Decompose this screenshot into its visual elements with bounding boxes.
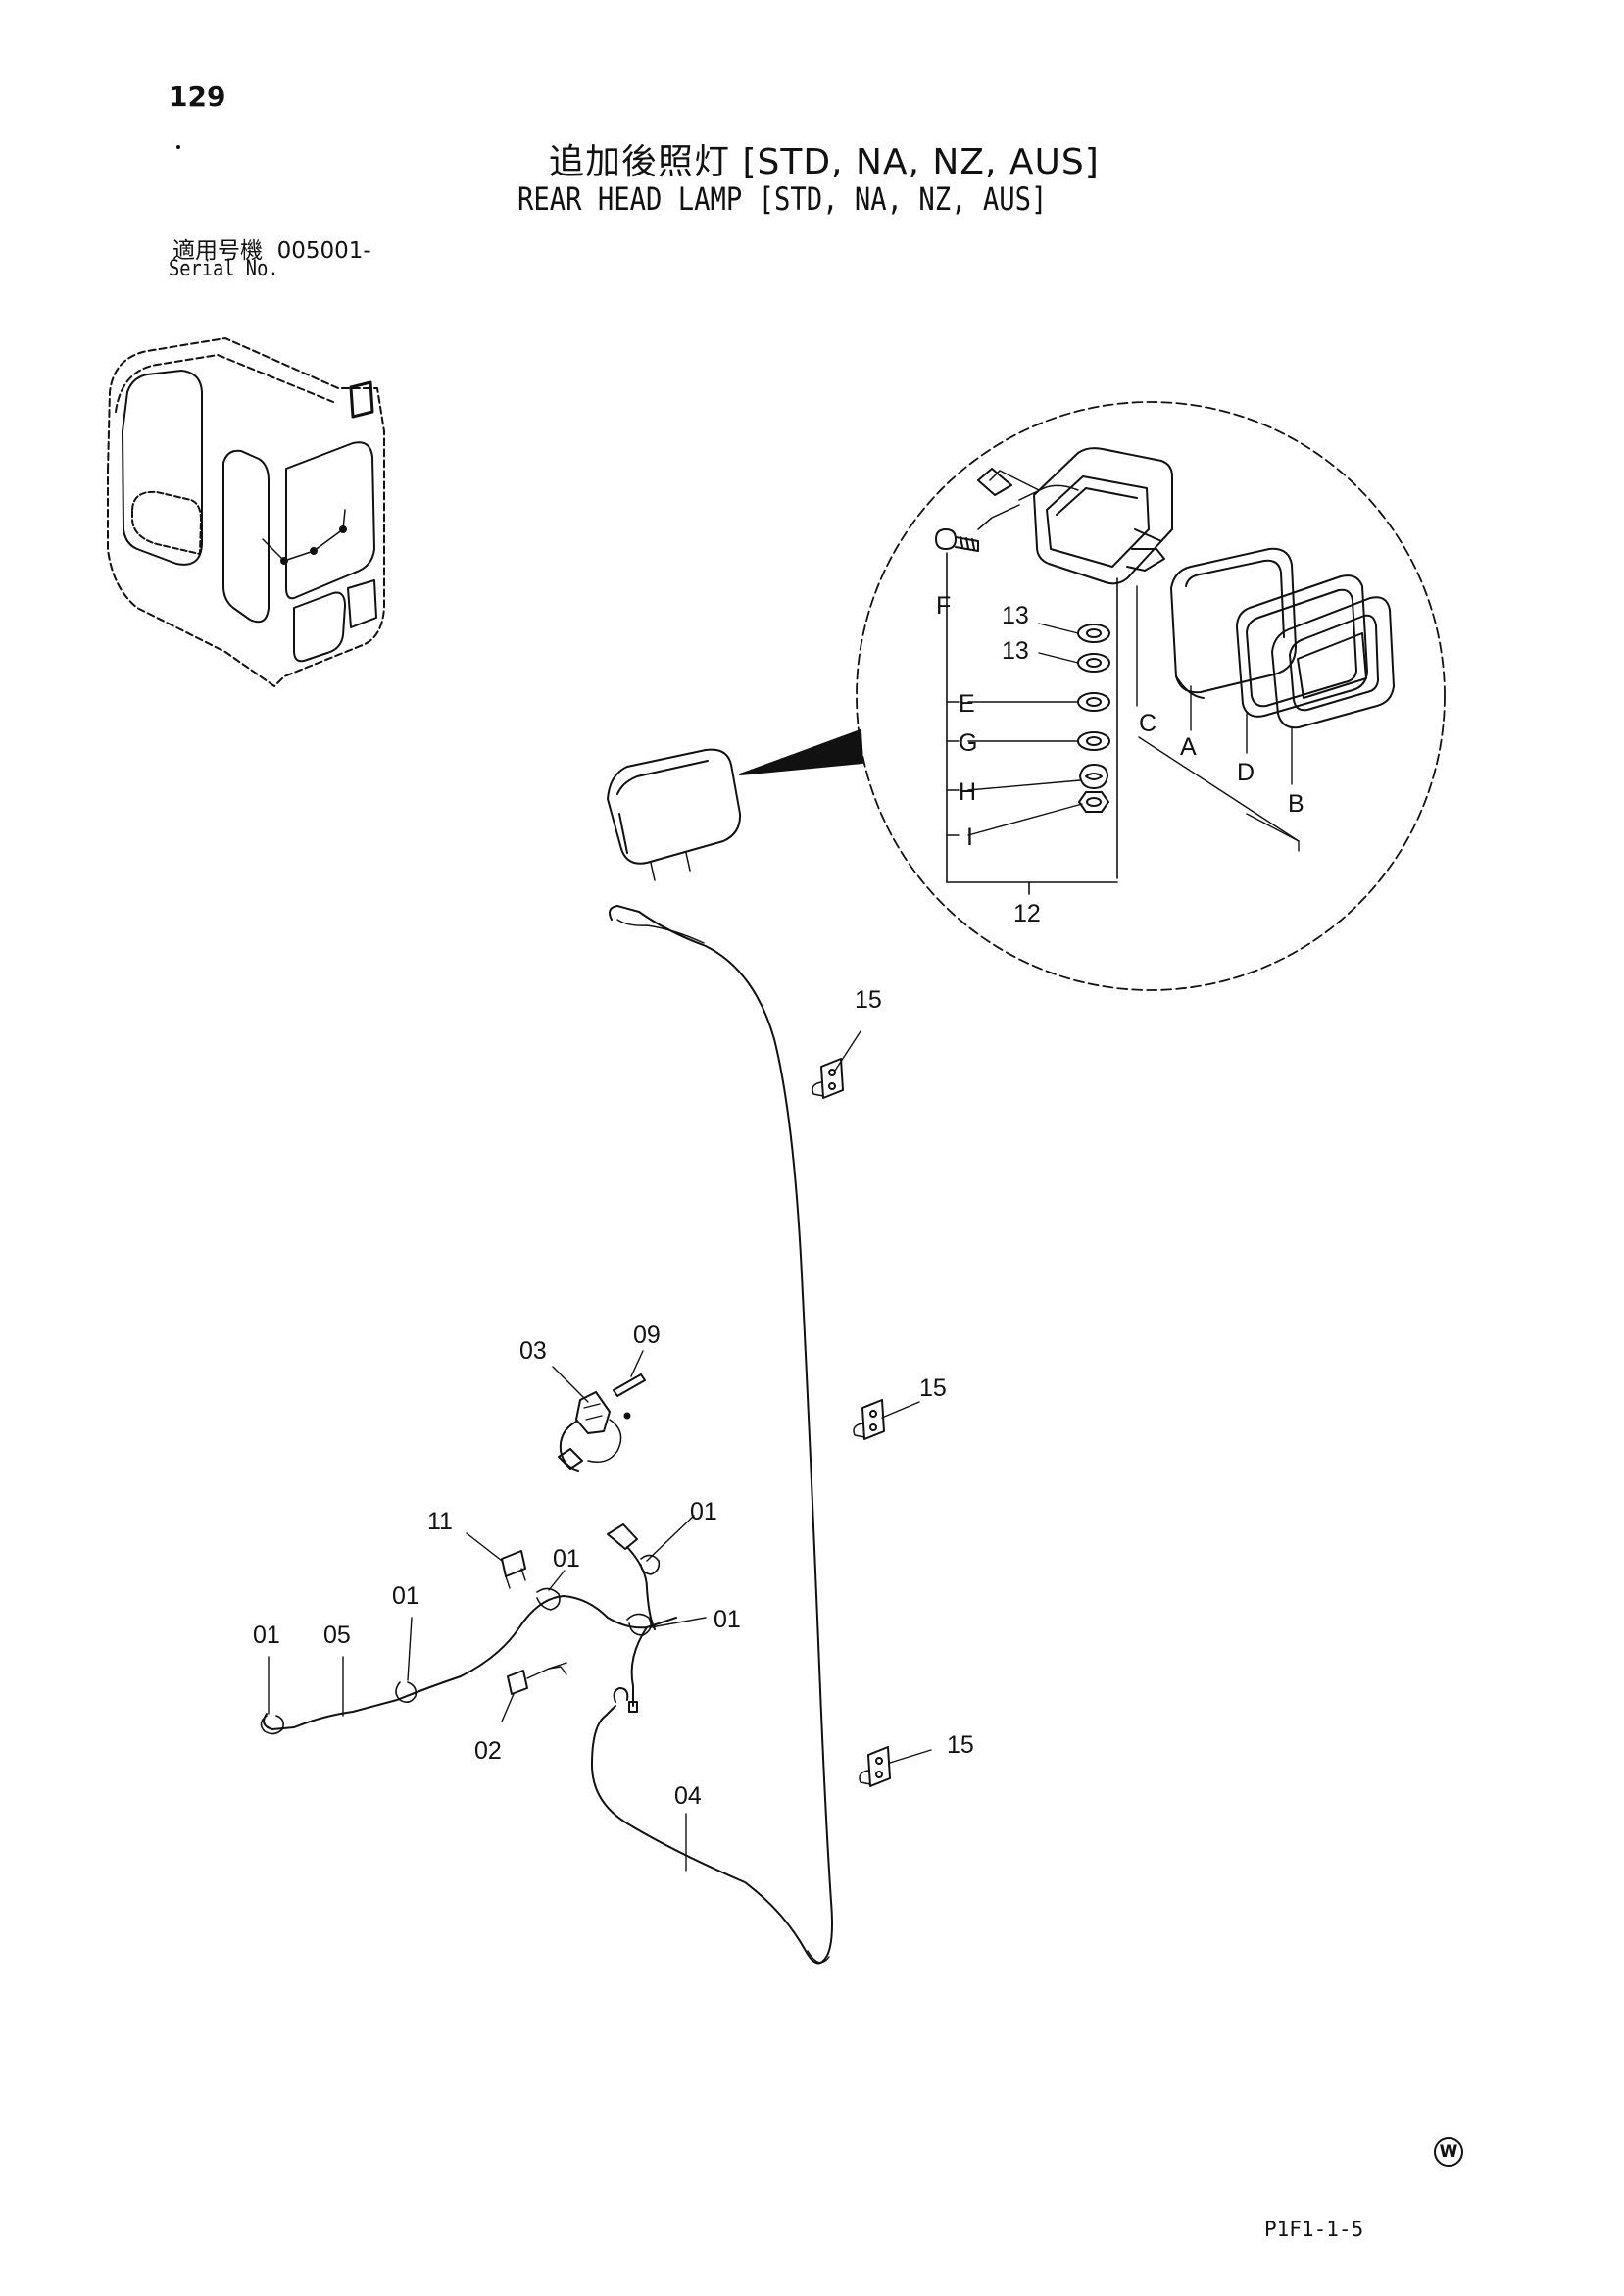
- clip-15-b: [853, 1399, 885, 1440]
- rear-head-lamp: [607, 748, 742, 881]
- callout-01-d: 01: [714, 1606, 741, 1633]
- callout-d: D: [1237, 759, 1255, 786]
- title-english: REAR HEAD LAMP [STD, NA, NZ, AUS]: [517, 180, 1048, 218]
- callout-h: H: [959, 778, 976, 806]
- callout-03: 03: [519, 1337, 547, 1365]
- callout-15-b: 15: [919, 1374, 947, 1402]
- callout-11: 11: [427, 1508, 453, 1535]
- clip-15-a: [812, 1058, 844, 1099]
- serial-value: 005001-: [276, 238, 371, 264]
- callout-09: 09: [633, 1322, 661, 1349]
- callout-c: C: [1139, 710, 1156, 737]
- wire-harness-04: [591, 905, 833, 1965]
- serial-label-japanese: 適用号機: [172, 238, 263, 264]
- callout-f: F: [936, 592, 951, 620]
- callout-b: B: [1288, 790, 1304, 818]
- callout-15-a: 15: [855, 986, 882, 1014]
- callout-01-e: 01: [253, 1622, 280, 1649]
- callout-g: G: [959, 729, 977, 757]
- clip-15-c: [859, 1746, 891, 1787]
- dot-mark: [176, 145, 180, 149]
- harness-callouts: 15 15 15 03 09 11 01 01 01 01 01 05 02 0…: [253, 986, 974, 1810]
- serial-label-english: Serial No.: [169, 257, 279, 281]
- callout-05: 05: [323, 1622, 351, 1649]
- callout-04: 04: [674, 1782, 702, 1810]
- detail-callouts: F 13 13 E G H I 12 C A D B: [936, 592, 1304, 927]
- callout-13-a: 13: [1002, 602, 1029, 629]
- callout-02: 02: [474, 1737, 502, 1765]
- switch-03: [558, 1391, 622, 1472]
- callout-01-c: 01: [392, 1582, 419, 1610]
- leader-lines: [268, 1030, 932, 1872]
- callout-15-c: 15: [947, 1731, 974, 1759]
- callout-i: I: [966, 824, 973, 851]
- lamp-detail-view: [739, 401, 1446, 991]
- footer-mark: W: [1434, 2137, 1463, 2167]
- title-japanese: 追加後照灯 [STD, NA, NZ, AUS]: [549, 142, 1100, 182]
- callout-e: E: [959, 690, 975, 718]
- page-number: 129: [169, 80, 226, 113]
- callout-13-b: 13: [1002, 637, 1029, 665]
- cab-thumbnail: [107, 337, 385, 687]
- plate-09: [613, 1373, 646, 1420]
- callout-01-b: 01: [553, 1545, 580, 1572]
- callout-01-a: 01: [690, 1498, 717, 1525]
- footer-code: P1F1-1-5: [1264, 2218, 1364, 2241]
- callout-a: A: [1180, 733, 1197, 761]
- callout-12: 12: [1013, 900, 1041, 927]
- harness-05: [260, 1523, 677, 1735]
- serial-line-japanese: 適用号機 005001-: [172, 231, 371, 265]
